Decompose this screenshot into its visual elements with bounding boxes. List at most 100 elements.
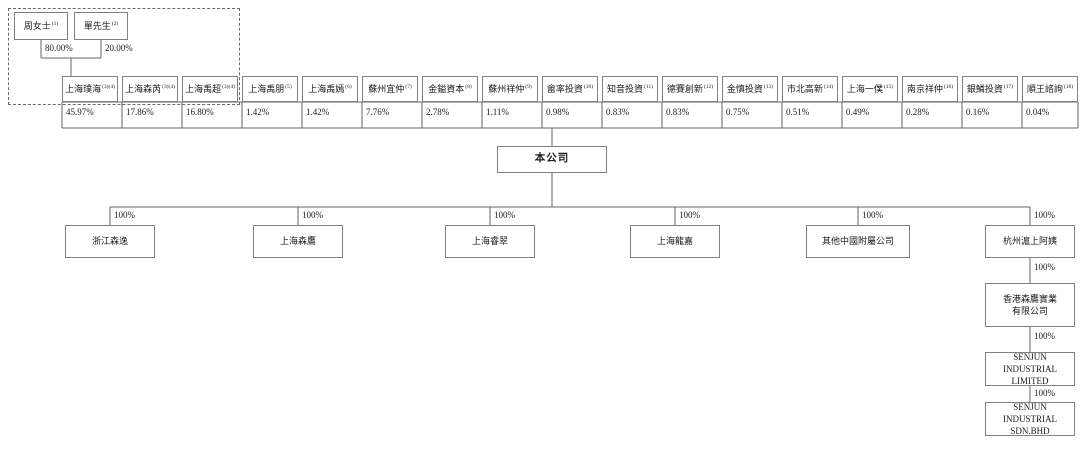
ownership-percentage: 0.51% <box>786 107 810 117</box>
footnote-ref: (14) <box>823 83 834 90</box>
shareholder-box: 上海森芮(3)(4) <box>122 76 178 102</box>
ownership-percentage: 0.83% <box>606 107 630 117</box>
controlling-shareholder-group-outline <box>8 8 240 105</box>
footnote-ref: (3)(4) <box>222 83 235 90</box>
shareholder-box: 德賽創新(12) <box>662 76 718 102</box>
shareholder-name: 上海一僕 <box>846 83 883 94</box>
shareholder-box: 南京祥仲(16) <box>902 76 958 102</box>
subsidiary-name: 上海森鷹 <box>279 236 316 247</box>
founder-box: 單先生(2) <box>74 12 128 40</box>
ownership-percentage: 0.16% <box>966 107 990 117</box>
ownership-percentage: 1.11% <box>486 107 509 117</box>
ownership-percentage: 0.49% <box>846 107 870 117</box>
shareholder-box: 上海禹超(3)(4) <box>182 76 238 102</box>
shareholder-name: 蘇州宜仲 <box>368 83 405 94</box>
shareholder-box: 金鎰資本(8) <box>422 76 478 102</box>
shareholder-name: 上海璞海 <box>65 83 102 94</box>
footnote-ref: (6) <box>345 83 352 90</box>
footnote-ref: (2) <box>111 20 119 27</box>
shareholder-box: 金慎投資(13) <box>722 76 778 102</box>
ownership-percentage: 0.28% <box>906 107 930 117</box>
footnote-ref: (12) <box>703 83 714 90</box>
subsidiary-box: SENJUN INDUSTRIAL LIMITED <box>985 352 1075 386</box>
ownership-percentage: 1.42% <box>306 107 330 117</box>
shareholder-name: 金慎投資 <box>726 83 763 94</box>
subsidiary-box: 其他中國附屬公司 <box>806 225 910 258</box>
footnote-ref: (17) <box>1003 83 1014 90</box>
footnote-ref: (15) <box>883 83 894 90</box>
shareholder-box: 上海一僕(15) <box>842 76 898 102</box>
subsidiary-box: 上海睿翠 <box>445 225 535 258</box>
shareholder-name: 銀鱗投資 <box>966 83 1003 94</box>
shareholder-name: 上海禹嫣 <box>308 83 345 94</box>
subsidiary-box: 上海森鷹 <box>253 225 343 258</box>
shareholder-name: 順王諮詢 <box>1026 83 1063 94</box>
subsidiary-name: 上海龍嘉 <box>656 236 693 247</box>
subsidiary-name: SENJUN INDUSTRIAL SDN.BHD <box>1003 401 1057 437</box>
ownership-percentage: 0.75% <box>726 107 750 117</box>
shareholder-name: 上海禹超 <box>185 83 222 94</box>
footnote-ref: (10) <box>583 83 594 90</box>
shareholder-box: 知音投資(11) <box>602 76 658 102</box>
shareholder-name: 畲率投資 <box>546 83 583 94</box>
shareholder-name: 上海森芮 <box>125 83 162 94</box>
ownership-percentage: 16.80% <box>186 107 214 117</box>
shareholder-box: 蘇州祥仲(9) <box>482 76 538 102</box>
footnote-ref: (3)(4) <box>102 83 115 90</box>
subsidiary-box: 上海龍嘉 <box>630 225 720 258</box>
founder-name: 單先生 <box>83 20 111 31</box>
ownership-percentage: 7.76% <box>366 107 390 117</box>
ownership-percentage: 1.42% <box>246 107 270 117</box>
shareholder-box: 蘇州宜仲(7) <box>362 76 418 102</box>
founder-box: 周女士(1) <box>14 12 68 40</box>
footnote-ref: (9) <box>525 83 532 90</box>
ownership-percentage: 0.04% <box>1026 107 1050 117</box>
shareholder-box: 銀鱗投資(17) <box>962 76 1018 102</box>
footnote-ref: (5) <box>285 83 292 90</box>
footnote-ref: (7) <box>405 83 412 90</box>
ownership-percentage: 80.00% <box>45 43 73 53</box>
ownership-percentage: 100% <box>1034 388 1055 398</box>
shareholder-box: 市北高新(14) <box>782 76 838 102</box>
shareholder-box: 上海璞海(3)(4) <box>62 76 118 102</box>
ownership-percentage: 17.86% <box>126 107 154 117</box>
shareholder-name: 金鎰資本 <box>428 83 465 94</box>
ownership-percentage: 0.83% <box>666 107 690 117</box>
ownership-percentage: 100% <box>494 210 515 220</box>
subsidiary-name: SENJUN INDUSTRIAL LIMITED <box>1003 351 1057 387</box>
company-box: 本公司 <box>497 146 607 173</box>
founder-name: 周女士 <box>23 20 51 31</box>
footnote-ref: (1) <box>51 20 59 27</box>
shareholder-box: 畲率投資(10) <box>542 76 598 102</box>
shareholder-name: 蘇州祥仲 <box>488 83 525 94</box>
company-label: 本公司 <box>534 153 570 165</box>
shareholder-box: 上海禹嫣(6) <box>302 76 358 102</box>
footnote-ref: (3)(4) <box>162 83 175 90</box>
shareholder-box: 上海禹朋(5) <box>242 76 298 102</box>
footnote-ref: (11) <box>644 83 653 90</box>
subsidiary-name: 浙江森逸 <box>91 236 128 247</box>
shareholder-name: 知音投資 <box>607 83 644 94</box>
ownership-percentage: 0.98% <box>546 107 570 117</box>
ownership-percentage: 100% <box>679 210 700 220</box>
ownership-percentage: 100% <box>302 210 323 220</box>
subsidiary-box: SENJUN INDUSTRIAL SDN.BHD <box>985 402 1075 436</box>
ownership-percentage: 2.78% <box>426 107 450 117</box>
ownership-percentage: 100% <box>1034 210 1055 220</box>
footnote-ref: (8) <box>465 83 472 90</box>
subsidiary-box: 浙江森逸 <box>65 225 155 258</box>
ownership-percentage: 100% <box>1034 262 1055 272</box>
shareholder-box: 順王諮詢(18) <box>1022 76 1078 102</box>
ownership-percentage: 100% <box>1034 331 1055 341</box>
ownership-percentage: 100% <box>862 210 883 220</box>
subsidiary-box: 香港森鷹實業 有限公司 <box>985 283 1075 327</box>
shareholder-name: 上海禹朋 <box>248 83 285 94</box>
ownership-percentage: 20.00% <box>105 43 133 53</box>
subsidiary-name: 上海睿翠 <box>471 236 508 247</box>
shareholder-name: 市北高新 <box>786 83 823 94</box>
subsidiary-name: 香港森鷹實業 有限公司 <box>1002 293 1057 316</box>
shareholder-name: 南京祥仲 <box>906 83 943 94</box>
footnote-ref: (13) <box>763 83 774 90</box>
